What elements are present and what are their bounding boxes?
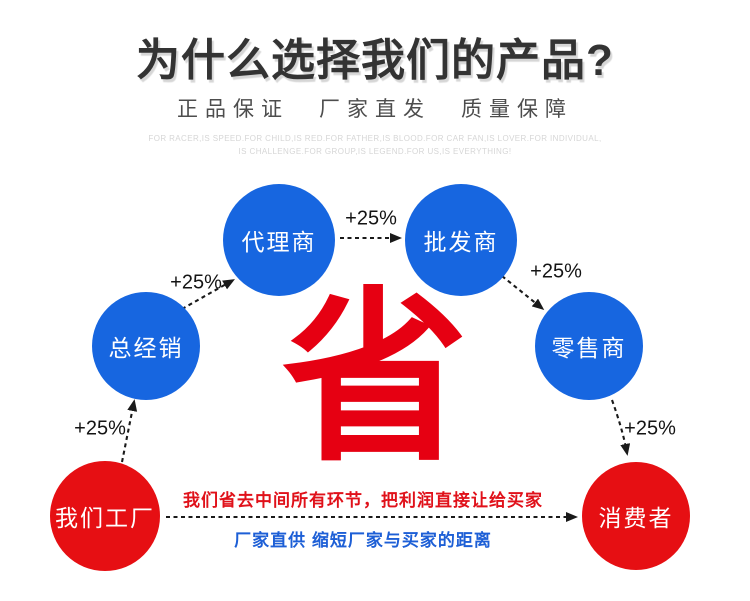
tagline-line-2: IS CHALLENGE.FOR GROUP,IS LEGEND.FOR US,… (238, 146, 512, 156)
badge-authentic: 正品保证 (177, 98, 289, 121)
node-label: 总经销 (108, 335, 184, 361)
node-label: 消费者 (598, 505, 674, 531)
save-character: 省 (281, 276, 468, 483)
increment-label-retailer-consumer: +25% (624, 417, 676, 440)
increment-label-factory-distributor: +25% (74, 417, 126, 440)
badge-quality-assured: 质量保障 (461, 98, 573, 121)
node-label: 批发商 (423, 229, 499, 255)
page-title: 为什么选择我们的产品? (136, 36, 614, 85)
node-retailer: 零售商 (535, 292, 643, 400)
node-agent: 代理商 (223, 184, 335, 296)
node-consumer: 消费者 (582, 462, 690, 570)
node-wholesaler: 批发商 (405, 184, 517, 296)
increment-label-wholesaler-retailer: +25% (530, 260, 582, 283)
slogan-factory-direct: 厂家直供 缩短厂家与买家的距离 (234, 531, 492, 550)
node-label: 零售商 (551, 335, 627, 361)
slogan-profit-to-buyers: 我们省去中间所有环节，把利润直接让给买家 (183, 491, 543, 510)
increment-label-agent-wholesaler: +25% (345, 207, 397, 230)
english-tagline: FOR RACER,IS SPEED.FOR CHILD,IS RED.FOR … (0, 133, 750, 159)
increment-label-distributor-agent: +25% (170, 271, 222, 294)
guarantee-badges: 正品保证 厂家直发 质量保障 (0, 93, 750, 123)
node-factory: 我们工厂 (50, 461, 160, 571)
node-label: 代理商 (241, 229, 317, 255)
node-label: 我们工厂 (55, 505, 155, 531)
node-general-distributor: 总经销 (92, 292, 200, 400)
badge-factory-direct: 厂家直发 (319, 98, 431, 121)
tagline-line-1: FOR RACER,IS SPEED.FOR CHILD,IS RED.FOR … (148, 134, 602, 143)
